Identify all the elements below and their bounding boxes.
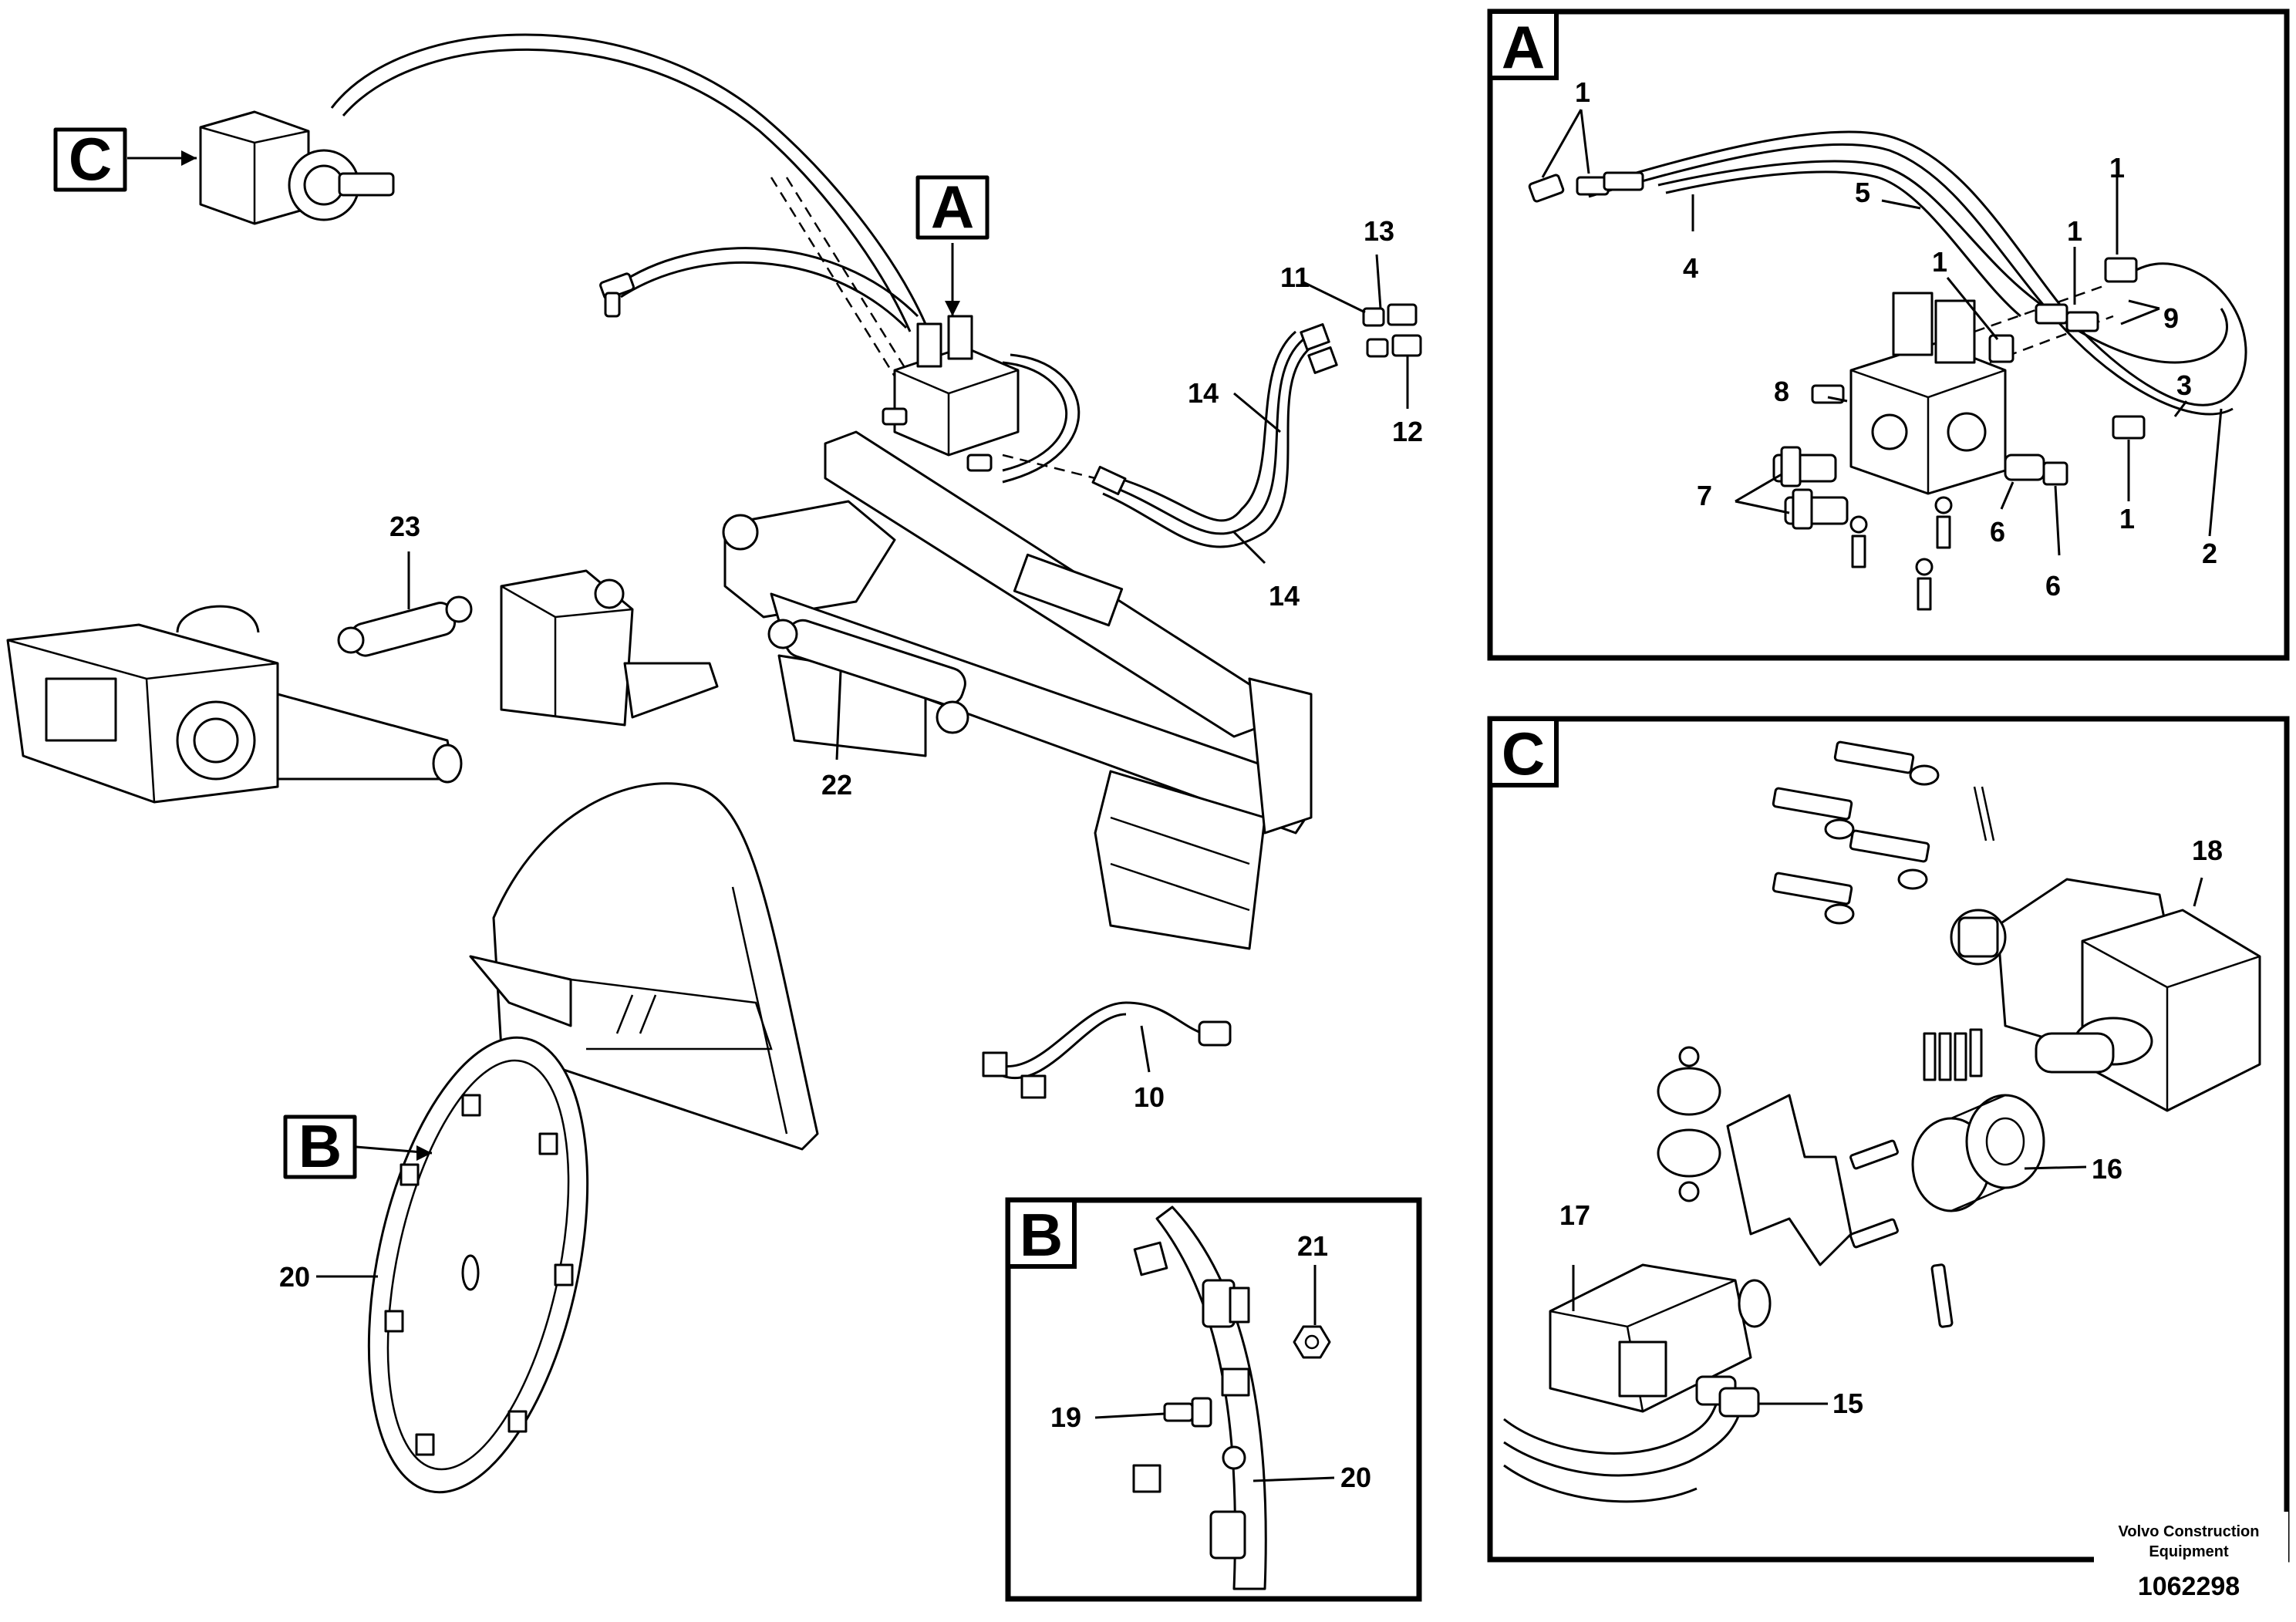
detail-a-panel: A <box>1487 8 2290 661</box>
hose-14-assembly <box>1091 323 1338 548</box>
main-valve-block <box>882 315 1020 472</box>
detail-b-disc-segment <box>1132 1206 1331 1590</box>
main-motor-assembly <box>199 110 395 225</box>
detail-c-label-16: 16 <box>2092 1153 2122 1185</box>
footer-block: Volvo Construction Equipment 1062298 <box>2094 1512 2288 1618</box>
fittings-11-12-13 <box>1362 303 1422 358</box>
drawing-number: 1062298 <box>2138 1572 2240 1601</box>
label-13: 13 <box>1364 215 1394 247</box>
callout-a-letter: A <box>931 173 974 241</box>
main-elbow-fitting <box>599 272 635 318</box>
detail-c-label-15: 15 <box>1832 1388 1863 1419</box>
callout-a-box: A <box>915 173 990 241</box>
detail-b-label-21: 21 <box>1297 1230 1328 1262</box>
detail-a-label-1-bottom: 1 <box>2119 503 2135 534</box>
detail-a-fittings <box>1528 171 2146 486</box>
detail-a-label-1-topright: 1 <box>2109 152 2125 184</box>
detail-b-panel: B 21 19 20 <box>1005 1197 1422 1602</box>
detail-a-label-2: 2 <box>2202 538 2217 569</box>
label-20-main: 20 <box>279 1261 310 1293</box>
label-12: 12 <box>1392 416 1423 447</box>
detail-c-pump-17 <box>1549 1263 1772 1413</box>
detail-b-letter: B <box>1020 1201 1063 1269</box>
detail-c-label-18: 18 <box>2192 835 2223 866</box>
callout-b-box: B <box>283 1112 357 1180</box>
detail-b-leader-lines <box>1094 1265 1335 1482</box>
detail-a-label-5: 5 <box>1855 177 1870 208</box>
detail-a-label-4: 4 <box>1683 252 1698 284</box>
main-boom-frame <box>722 430 1313 950</box>
detail-a-bolts <box>1849 496 1953 611</box>
footer-company-line1: Volvo Construction <box>2119 1523 2260 1540</box>
detail-a-label-7: 7 <box>1697 480 1712 511</box>
detail-a-label-1-mid: 1 <box>2067 215 2082 247</box>
detail-a-valve-block <box>1811 292 2007 495</box>
label-11: 11 <box>1280 261 1310 293</box>
detail-a-label-9: 9 <box>2163 302 2179 334</box>
main-hoses <box>330 33 1096 484</box>
detail-a-leader-lines <box>1541 109 2223 556</box>
detail-c-leader-lines <box>1572 877 2203 1405</box>
detail-a-label-3: 3 <box>2176 369 2192 401</box>
main-harness-10 <box>982 1001 1232 1099</box>
label-14-upper: 14 <box>1188 377 1219 409</box>
detail-c-letter: C <box>1502 720 1545 787</box>
footer-company-line2: Equipment <box>2149 1543 2229 1560</box>
main-left-mount <box>6 605 463 804</box>
detail-a-label-1-topleft: 1 <box>1575 76 1590 108</box>
callout-b-letter: B <box>298 1112 342 1180</box>
main-view: C A B 11 13 12 14 14 23 22 10 20 <box>6 33 1423 1494</box>
callout-c-box: C <box>53 125 127 193</box>
main-leader-lines <box>127 150 1409 1278</box>
main-cylinder-23 <box>337 595 473 657</box>
detail-c-mounts <box>1657 1046 1853 1266</box>
detail-b-label-20: 20 <box>1340 1462 1371 1493</box>
detail-a-letter: A <box>1502 13 1545 81</box>
main-saw-guard <box>469 782 819 1151</box>
detail-c-hoses-15 <box>1503 1375 1760 1503</box>
detail-c-motor-18 <box>1950 878 2261 1112</box>
detail-c-coupling-16 <box>1911 1094 2045 1212</box>
callout-c-letter: C <box>69 125 112 193</box>
detail-c-label-17: 17 <box>1559 1199 1590 1231</box>
detail-a-label-6-right: 6 <box>2045 570 2061 602</box>
main-cylinder-22 <box>767 619 969 734</box>
main-middle-bracket <box>500 569 719 727</box>
detail-a-elbows-7 <box>1772 446 1849 530</box>
main-saw-disc <box>367 1036 589 1494</box>
detail-c-hardware <box>1772 740 1995 1328</box>
detail-b-label-19: 19 <box>1050 1401 1081 1433</box>
label-14-lower: 14 <box>1269 580 1300 612</box>
label-22: 22 <box>821 769 852 801</box>
detail-a-label-8: 8 <box>1774 376 1789 407</box>
detail-a-label-1-left: 1 <box>1932 246 1947 278</box>
detail-c-panel: C <box>1487 716 2290 1563</box>
detail-a-label-6-left: 6 <box>1990 516 2005 548</box>
label-23: 23 <box>389 511 420 542</box>
label-10: 10 <box>1134 1081 1165 1113</box>
